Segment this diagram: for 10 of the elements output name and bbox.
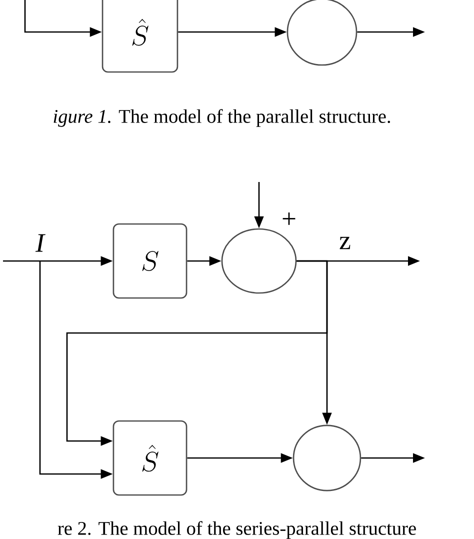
block-box: $S$ — [112, 223, 188, 299]
block-box: $\hat{S}$ — [102, 0, 178, 73]
summing-junction-circle — [221, 228, 297, 294]
signal-label: z — [340, 236, 350, 250]
summing-junction-circle — [292, 424, 362, 492]
signal-label: I — [35, 234, 46, 252]
figure-caption: re 2. The model of the series-parallel structure — [58, 521, 416, 539]
figure-caption: igure 1. The model of the parallel structure. — [54, 109, 390, 127]
block-box: $\hat{S}$ — [112, 420, 188, 496]
signal-label: + — [282, 212, 296, 225]
